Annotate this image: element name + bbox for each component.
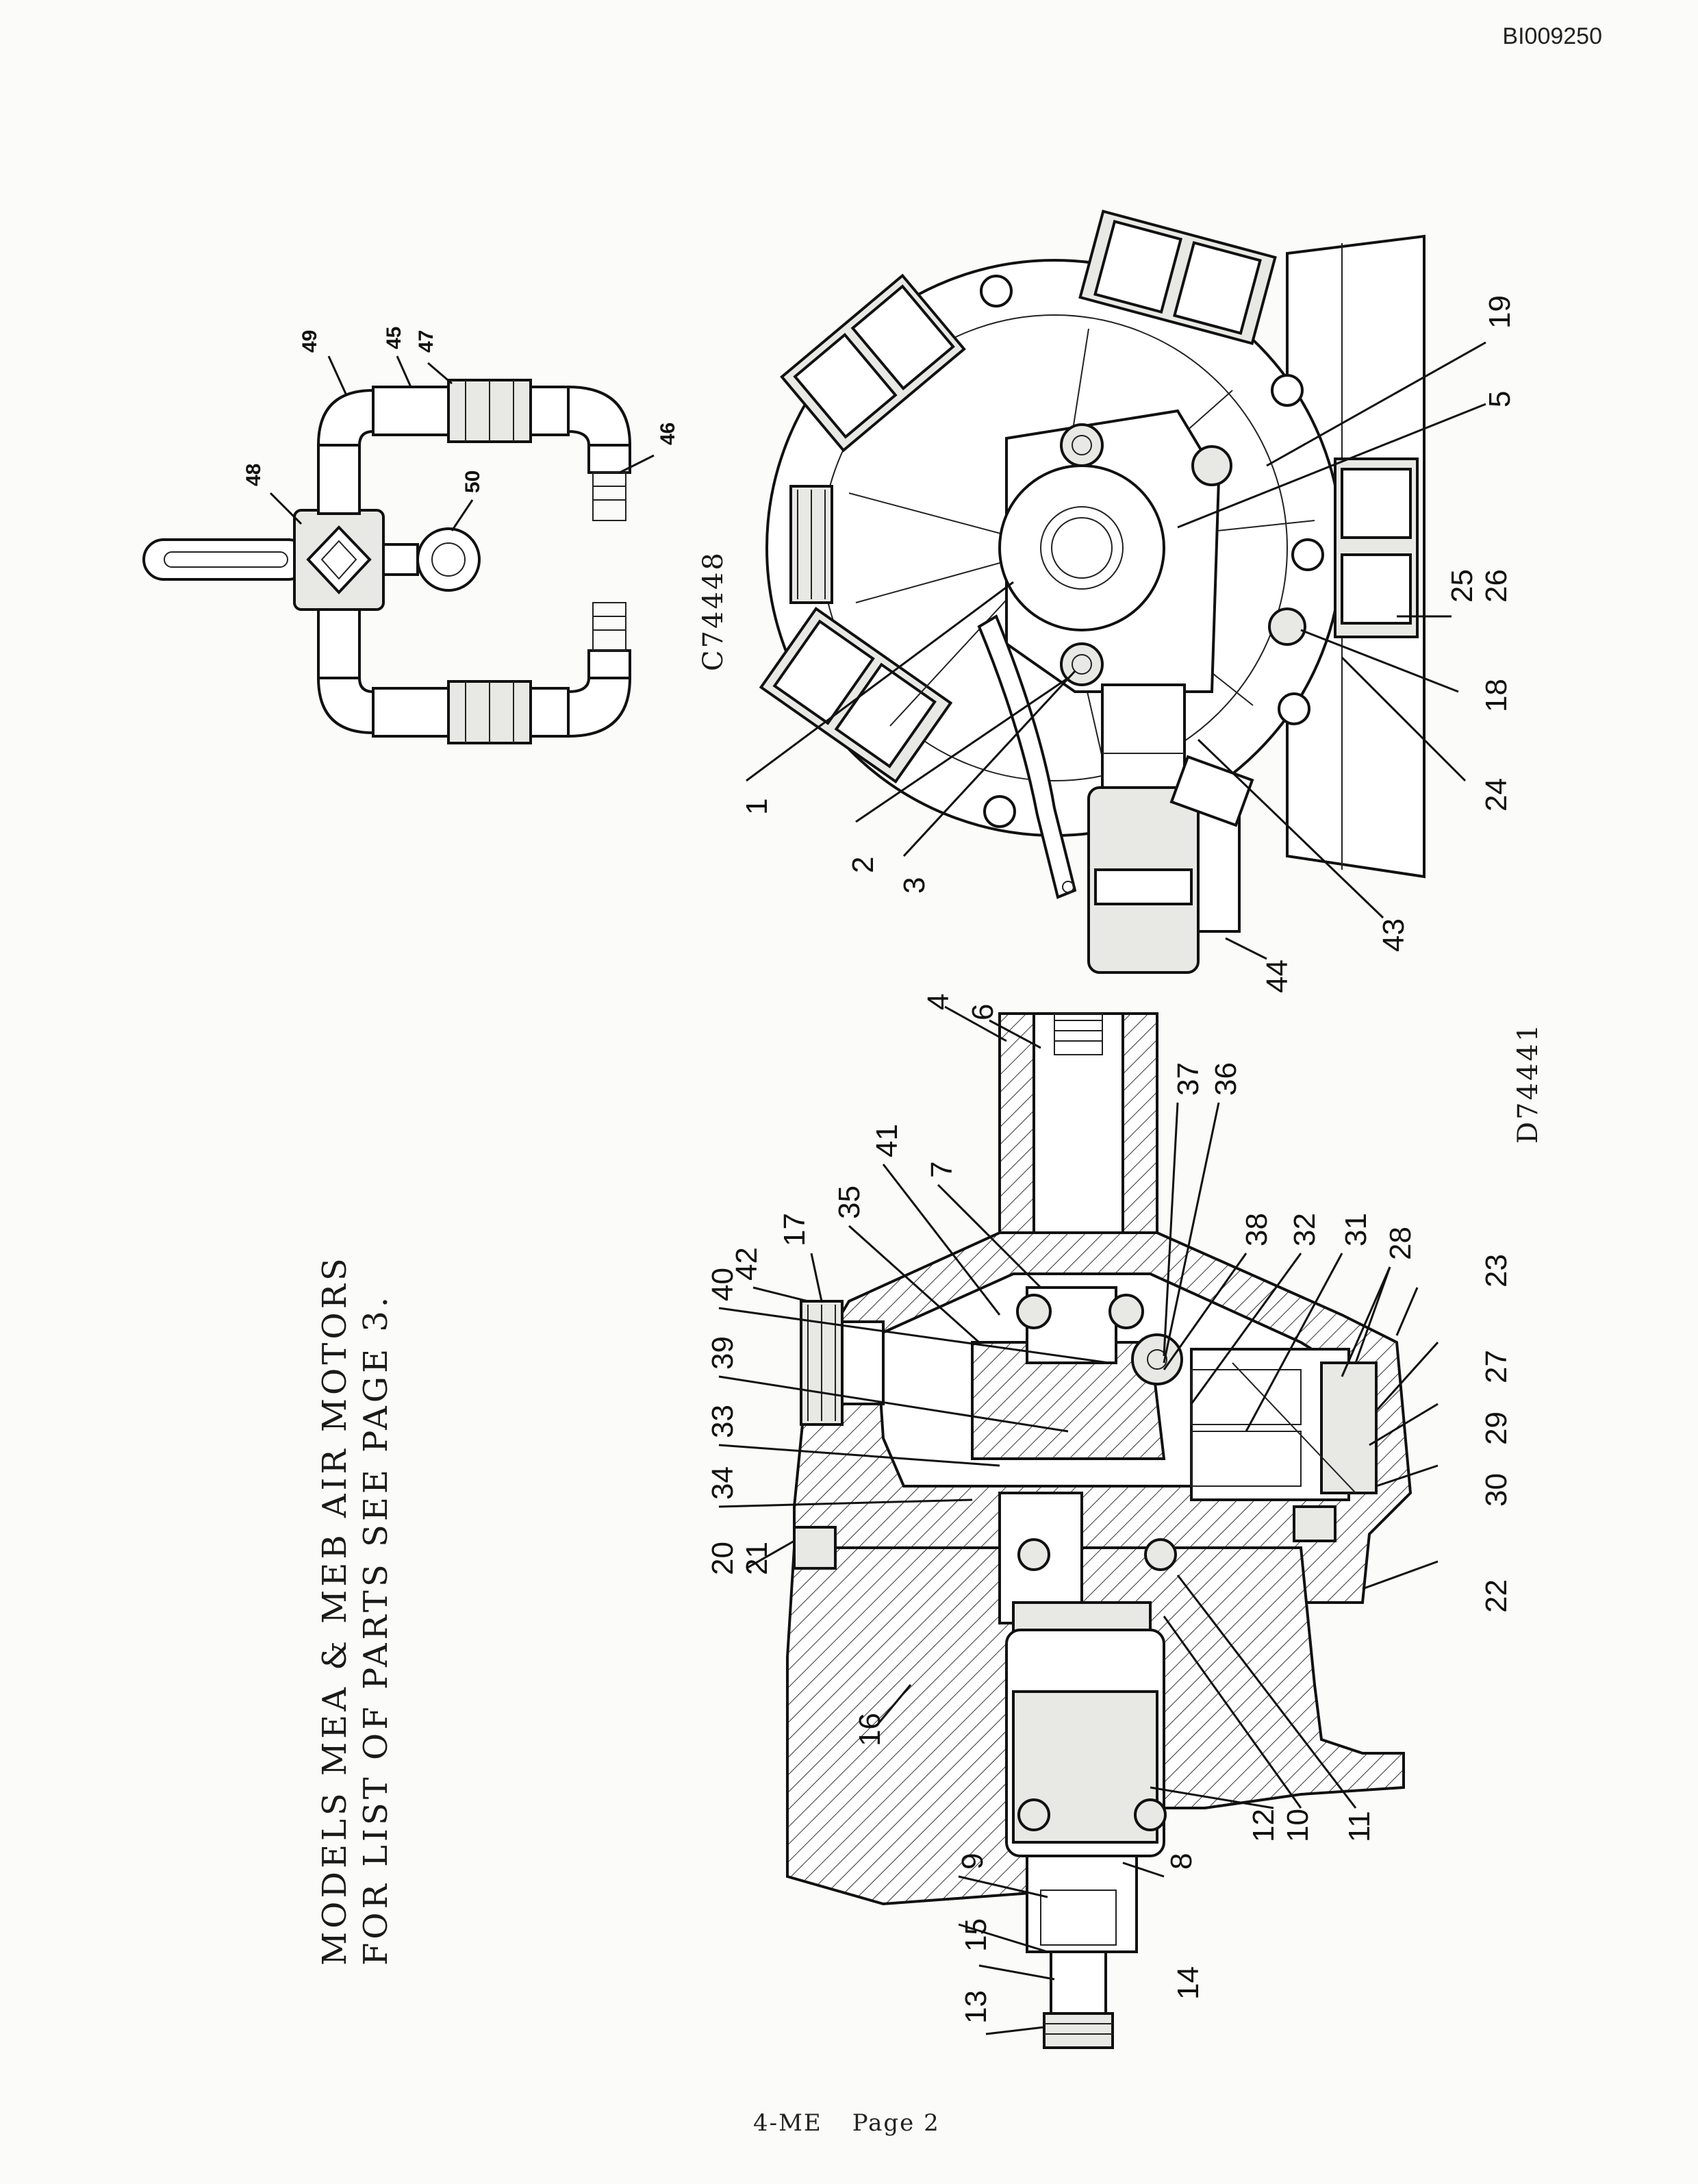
callout-37: 37 [1171,1062,1205,1096]
callout-3: 3 [898,877,931,894]
callout-24: 24 [1480,778,1513,812]
title-line-2: FOR LIST OF PARTS SEE PAGE 3. [357,1294,395,1966]
callout-32: 32 [1288,1213,1321,1246]
callout-31: 31 [1339,1213,1373,1246]
front-view-callouts: 19 5 25 26 18 24 43 44 3 2 1 [740,295,1517,993]
callout-14: 14 [1171,1966,1205,2000]
callout-5: 5 [1483,391,1517,407]
callout-42: 42 [730,1247,763,1281]
callout-36: 36 [1209,1062,1243,1096]
callout-28: 28 [1384,1227,1417,1260]
callout-33: 33 [706,1405,739,1438]
callout-2: 2 [846,857,880,873]
callout-48: 48 [242,464,265,486]
callout-15: 15 [959,1918,993,1952]
callout-21: 21 [740,1542,774,1575]
callout-17: 17 [778,1213,811,1246]
callout-8: 8 [1165,1853,1198,1870]
callout-44: 44 [1260,959,1294,993]
section-view-callouts-bottom: 7 41 35 17 42 40 39 33 34 20 21 16 9 15 … [706,1124,1376,2024]
section-view-callouts-top: 4 6 37 36 38 32 31 28 23 27 29 30 22 [922,994,1513,1613]
callout-9: 9 [956,1853,989,1870]
callout-25: 25 [1445,569,1479,603]
section-view-drawing [718,1005,1439,2049]
callout-16: 16 [853,1713,887,1746]
callout-12: 12 [1247,1809,1280,1842]
document-id: BI009250 [1502,23,1602,49]
piping-callouts: 46 47 45 49 48 50 [242,327,679,493]
callout-40: 40 [706,1268,739,1301]
callout-27: 27 [1480,1350,1513,1383]
callout-30: 30 [1480,1473,1513,1507]
callout-47: 47 [415,330,438,353]
footer-page: Page 2 [852,2109,940,2137]
callout-49: 49 [299,330,321,353]
callout-45: 45 [383,327,405,349]
callout-35: 35 [833,1185,866,1219]
callout-4: 4 [922,994,955,1010]
callout-18: 18 [1480,679,1513,712]
page-title: MODELS MEA & MEB AIR MOTORS FOR LIST OF … [316,1255,395,1966]
piping-assembly [142,355,655,744]
callout-29: 29 [1480,1411,1513,1445]
callout-7: 7 [925,1162,959,1178]
section-view-code: D74441 [1512,1022,1544,1144]
callout-39: 39 [706,1336,739,1370]
callout-6: 6 [966,1004,1000,1020]
callout-1: 1 [740,799,774,815]
callout-38: 38 [1240,1213,1274,1246]
callout-43: 43 [1377,918,1410,952]
page-footer: 4-ME Page 2 [753,2109,970,2137]
callout-23: 23 [1480,1254,1513,1288]
callout-50: 50 [461,470,484,493]
callout-13: 13 [959,1990,993,2024]
callout-11: 11 [1343,1811,1376,1842]
footer-section: 4-ME [753,2109,822,2137]
front-view-code: C74448 [698,551,729,671]
front-view-drawing [746,210,1486,974]
callout-19: 19 [1483,295,1517,329]
callout-26: 26 [1480,569,1513,603]
title-line-1: MODELS MEA & MEB AIR MOTORS [316,1255,354,1966]
callout-10: 10 [1281,1809,1315,1842]
callout-34: 34 [706,1466,739,1500]
callout-46: 46 [657,423,679,445]
callout-41: 41 [870,1124,904,1157]
callout-22: 22 [1480,1579,1513,1613]
callout-20: 20 [706,1542,739,1575]
